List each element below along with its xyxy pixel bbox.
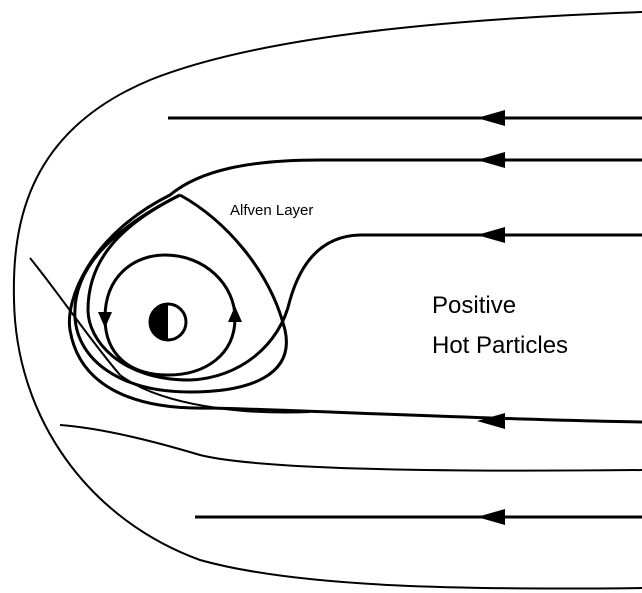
circulation-arrow-right bbox=[228, 306, 242, 322]
flow-arrow-5 bbox=[477, 509, 505, 525]
alfven-layer-curve bbox=[75, 195, 287, 392]
region-label-line1: Positive bbox=[432, 292, 516, 319]
flow-arrow-2b bbox=[477, 413, 505, 429]
circulation-arrow-left bbox=[98, 312, 112, 328]
flow-line-2 bbox=[69, 160, 642, 422]
flow-arrow-3 bbox=[477, 227, 505, 243]
flow-arrow-2 bbox=[477, 152, 505, 168]
flow-arrow-1 bbox=[477, 110, 505, 126]
planet-icon bbox=[150, 304, 186, 340]
alfven-layer-label: Alfven Layer bbox=[230, 202, 313, 219]
region-label-line2: Hot Particles bbox=[432, 332, 568, 359]
flow-line-4 bbox=[60, 425, 642, 471]
